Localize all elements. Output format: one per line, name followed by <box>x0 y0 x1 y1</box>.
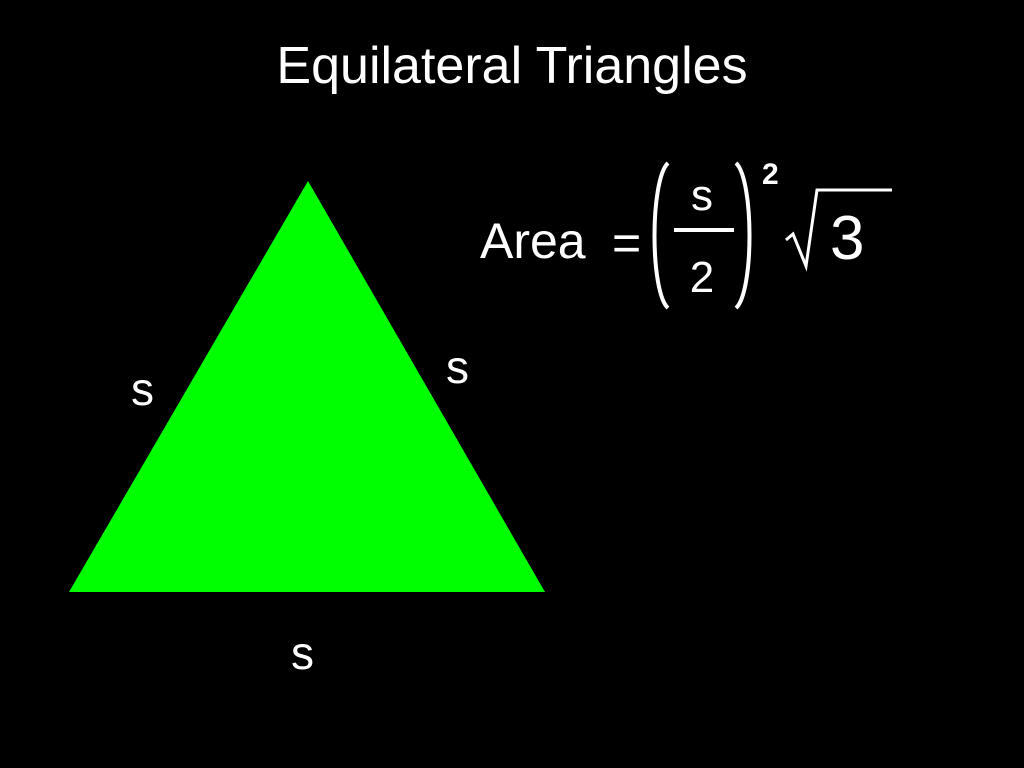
side-label-right: s <box>446 341 469 393</box>
right-paren <box>734 161 752 310</box>
fraction-numerator: s <box>691 171 713 220</box>
area-label: Area <box>480 213 586 269</box>
equilateral-triangle <box>69 181 545 592</box>
radical-sign <box>785 188 892 272</box>
side-label-left: s <box>131 363 154 415</box>
exponent: 2 <box>762 158 779 191</box>
left-paren <box>652 161 670 310</box>
fraction-denominator: 2 <box>689 253 715 302</box>
equals-sign: = <box>612 215 642 271</box>
square-root-radicand: 3 <box>830 204 865 273</box>
side-label-bottom: s <box>291 627 314 679</box>
slide-title: Equilateral Triangles <box>276 37 748 95</box>
